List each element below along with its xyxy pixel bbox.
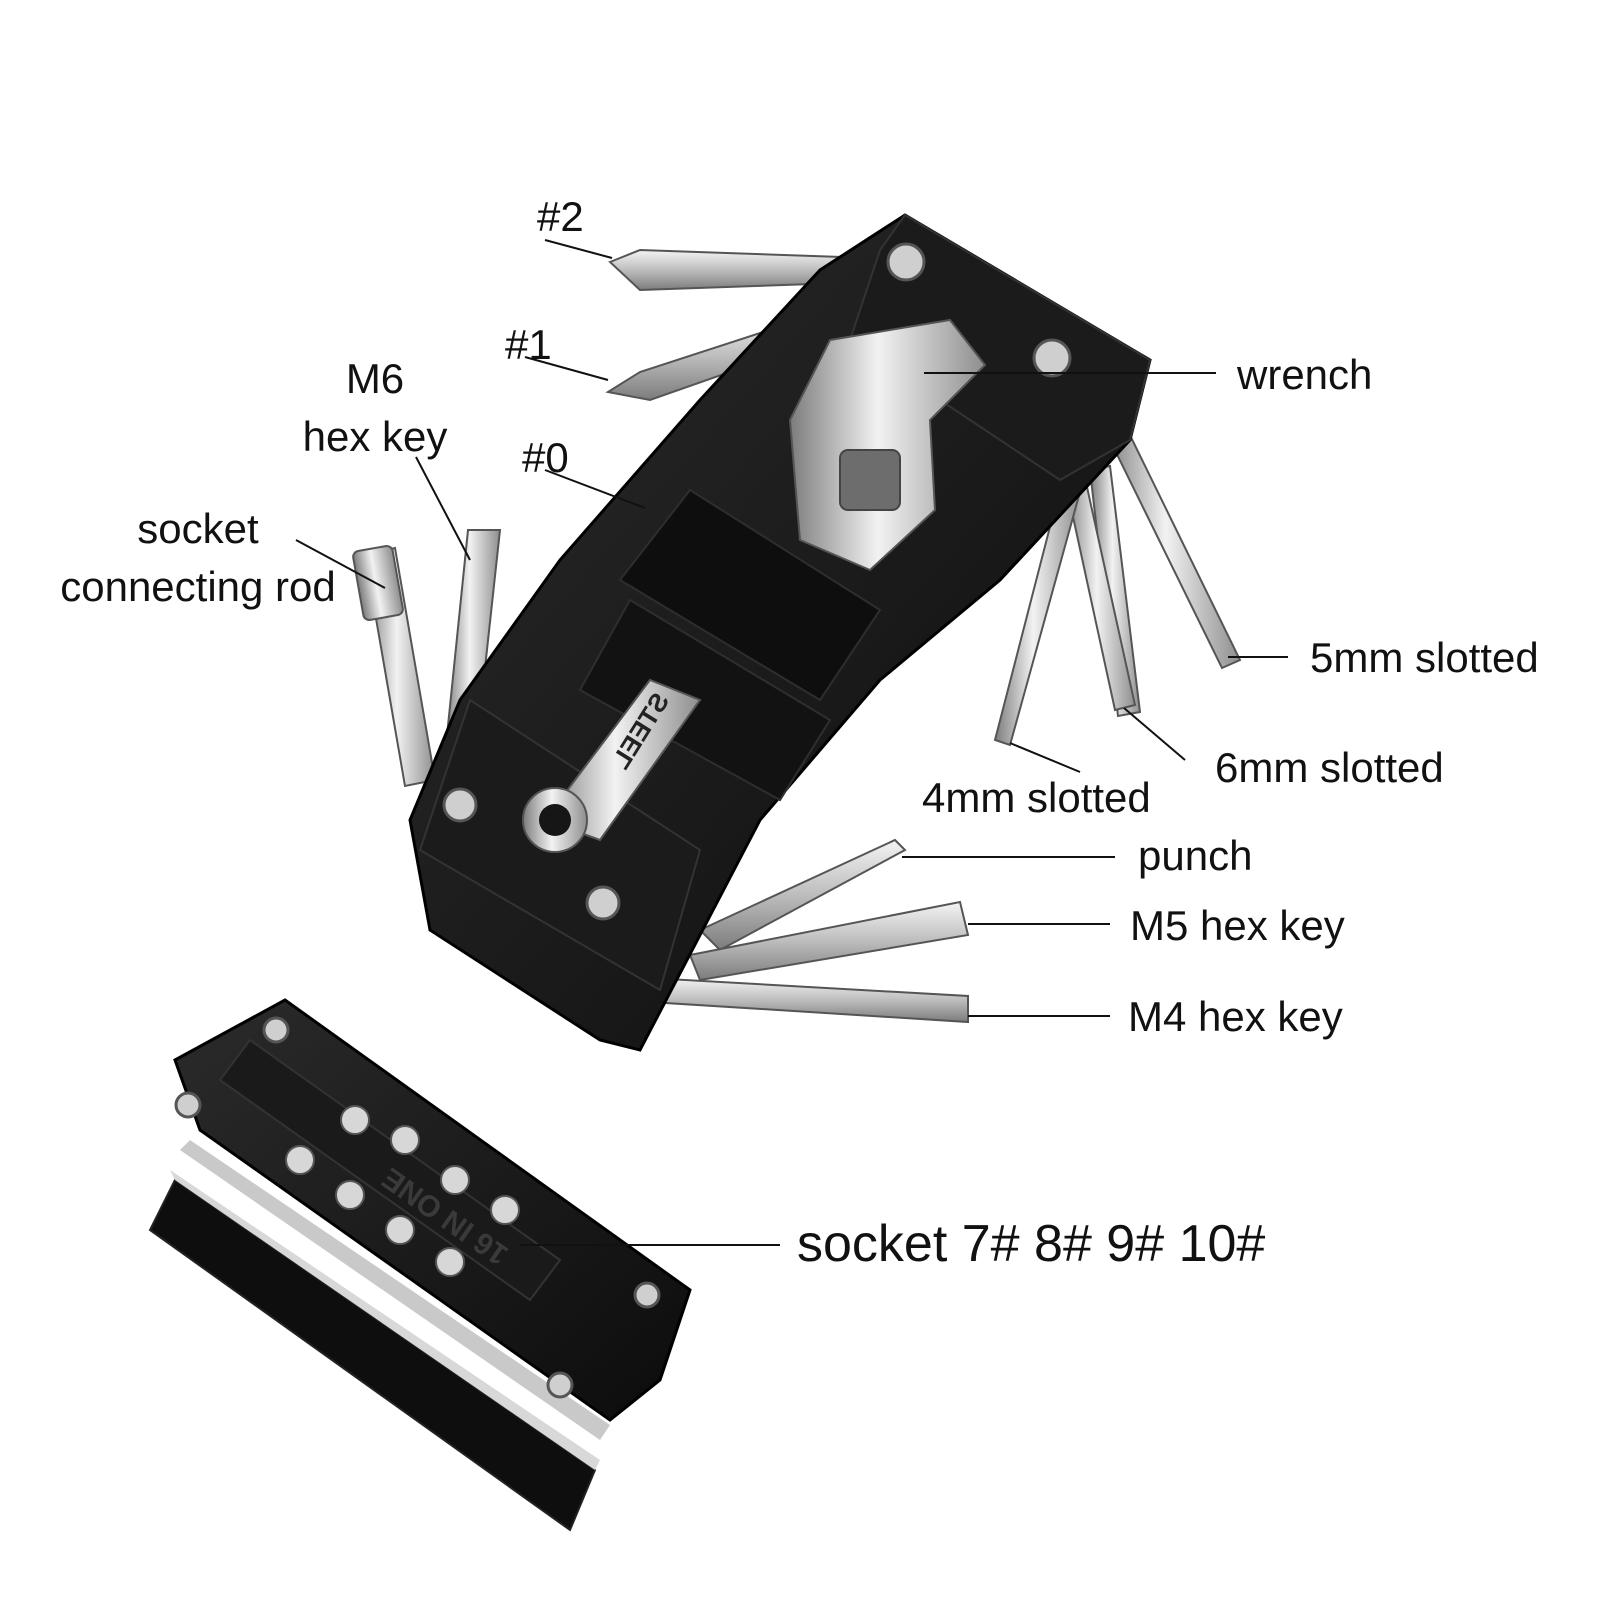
socket-connecting-rod — [352, 545, 437, 788]
adjustable-wrench — [788, 318, 987, 572]
leader-ph0 — [544, 469, 646, 509]
leader-socket-rod — [295, 539, 386, 589]
label-ph2: #2 — [537, 193, 584, 240]
label-slot5: 5mm slotted — [1310, 634, 1539, 681]
label-m5: M5 hex key — [1130, 902, 1345, 949]
lower-folded-tool: 16 IN ONE — [148, 998, 692, 1532]
leader-slot4 — [1009, 742, 1081, 773]
label-slot4: 4mm slotted — [922, 774, 1151, 821]
label-socket-connecting-rod: socket connecting rod — [38, 508, 358, 608]
leader-ph1 — [524, 356, 609, 381]
upper-tool-body — [408, 213, 1152, 1052]
label-socket-rod-line1: socket — [137, 505, 259, 552]
label-m6-line2: hex key — [302, 413, 448, 460]
punch-blade — [698, 838, 907, 952]
leader-m6 — [415, 456, 471, 561]
label-socket-rod-line2: connecting rod — [60, 563, 336, 610]
label-m6-hex-key: M6 hex key — [285, 358, 465, 458]
label-sockets: socket 7# 8# 9# 10# — [797, 1215, 1266, 1273]
label-m6-line1: M6 — [345, 355, 405, 402]
label-m4: M4 hex key — [1128, 993, 1343, 1040]
leader-slot6 — [1123, 707, 1186, 761]
leader-ph2 — [544, 239, 613, 259]
label-slot6: 6mm slotted — [1215, 744, 1444, 791]
label-wrench: wrench — [1237, 351, 1373, 398]
leader-lines — [295, 239, 1288, 1246]
m4-hex-key — [649, 976, 969, 1024]
m5-hex-key — [688, 900, 970, 982]
label-ph0: #0 — [522, 434, 569, 481]
label-ph1: #1 — [505, 321, 552, 368]
label-punch: punch — [1138, 832, 1253, 879]
